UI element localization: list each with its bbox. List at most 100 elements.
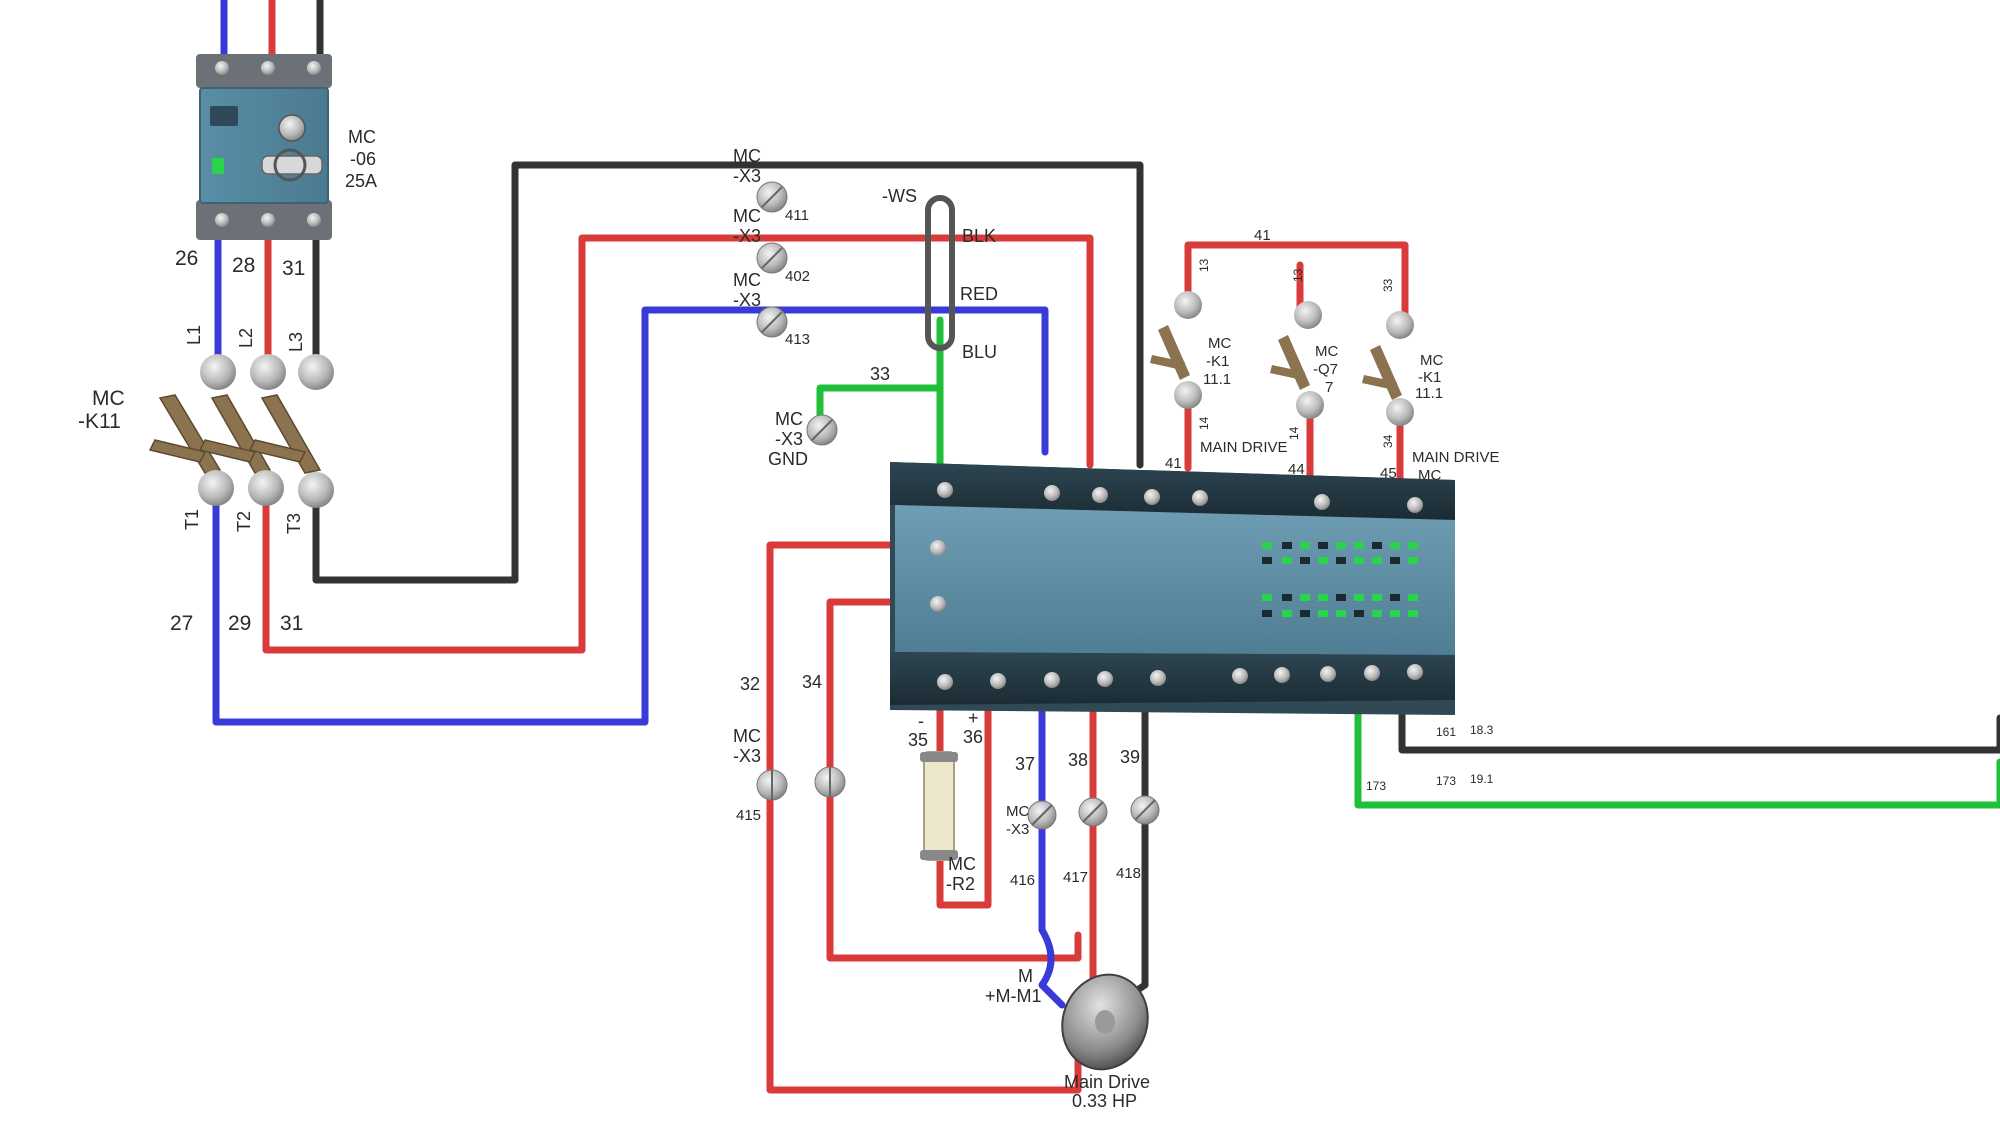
wire-34 (826, 598, 1082, 962)
terminal-x3-411[interactable] (756, 181, 788, 213)
motor-terminal-417[interactable] (1078, 797, 1108, 827)
wire-37 (1038, 696, 1066, 1009)
wire-33 (816, 384, 944, 432)
harness-color-blk: BLK (962, 226, 996, 246)
wire-number-28: 28 (232, 254, 255, 277)
motor-terminal-tag-line2: -X3 (1006, 821, 1029, 838)
wires (212, 0, 2000, 1094)
wire-number-32: 32 (740, 674, 760, 694)
x3-413-number: 413 (785, 331, 810, 348)
motor-terminal-416[interactable] (1027, 800, 1057, 830)
wire-27 (212, 306, 1049, 726)
k1a-term-top: 13 (1197, 258, 1211, 272)
contactor-tag-line1: MC (92, 387, 125, 410)
k1b-term-bottom: 34 (1381, 434, 1395, 448)
k1a-tag-line1: MC (1208, 335, 1231, 352)
ground-tag-line2: -X3 (775, 429, 803, 449)
circuit-breaker[interactable] (196, 54, 332, 240)
k1b-tag-line2: -K1 (1418, 369, 1441, 386)
k1b-tag-line1: MC (1420, 352, 1443, 369)
led-indicators (1262, 542, 1418, 617)
k1a-tag-line2: -K1 (1206, 353, 1229, 370)
resistor-plus: + (968, 708, 979, 728)
k1a-term-bottom: 14 (1197, 416, 1211, 430)
contactor-blades[interactable] (148, 394, 322, 474)
output-wire-173-a: 173 (1366, 779, 1386, 793)
contact-out-41: 41 (1165, 455, 1182, 472)
contact-k1-b[interactable] (1362, 311, 1414, 426)
harness-sleeve (925, 195, 955, 351)
q7-tag-line3: 7 (1325, 379, 1333, 396)
terminal-x3-413[interactable] (756, 306, 788, 338)
contact-q7[interactable] (1270, 301, 1324, 419)
contact-k1-a[interactable] (1150, 291, 1202, 409)
x3-411-tag-line1: MC (733, 146, 761, 166)
motor-tag-line1: M (1018, 966, 1033, 986)
motor-terminal-417-number: 417 (1063, 869, 1088, 886)
resistor-tag-line1: MC (948, 854, 976, 874)
front-screw-lower-icon (930, 596, 946, 612)
harness-tag: -WS (882, 186, 917, 206)
wire-number-39: 39 (1120, 747, 1140, 767)
x3-413-tag-line2: -X3 (733, 290, 761, 310)
ground-terminal[interactable] (806, 414, 838, 446)
drive-left-label: MAIN DRIVE (1200, 439, 1288, 456)
wire-number-29: 29 (228, 612, 251, 635)
ground-tag-line1: MC (775, 409, 803, 429)
drive-module[interactable] (890, 462, 1455, 715)
k1b-tag-line3: 11.1 (1415, 385, 1443, 402)
wire-number-36: 36 (963, 727, 983, 747)
drive-module-front (895, 505, 1455, 655)
wire-32 (766, 541, 1082, 1094)
motor-terminal-418[interactable] (1130, 795, 1160, 825)
motor-power: 0.33 HP (1072, 1091, 1137, 1111)
output-ref-191: 19.1 (1470, 772, 1494, 786)
breaker-screw-icon (278, 114, 306, 142)
k1a-tag-line3: 11.1 (1203, 371, 1231, 388)
contact-top-wire: 41 (1254, 227, 1271, 244)
contact-out-44: 44 (1288, 461, 1305, 478)
terminal-x3-415-a[interactable] (756, 769, 788, 801)
x3-402-number: 402 (785, 268, 810, 285)
wire-number-37: 37 (1015, 754, 1035, 774)
breaker-handle-icon[interactable] (261, 155, 323, 175)
resistor-r2[interactable] (920, 751, 958, 861)
drive-module-bottom-rail (890, 652, 1455, 705)
wire-29 (262, 234, 1094, 654)
output-ref-183: 18.3 (1470, 723, 1494, 737)
terminal-x3-402[interactable] (756, 242, 788, 274)
contactor-line-terminals (200, 354, 334, 390)
q7-term-bottom: 14 (1287, 426, 1301, 440)
q7-term-top: 13 (1291, 268, 1305, 282)
terminal-L2: L2 (236, 328, 256, 348)
wire-number-35: 35 (908, 730, 928, 750)
terminal-T1: T1 (182, 509, 202, 530)
x3-402-tag-line2: -X3 (733, 226, 761, 246)
lower-left-number: 415 (736, 807, 761, 824)
lower-left-tag-line1: MC (733, 726, 761, 746)
motor-terminal-416-number: 416 (1010, 872, 1035, 889)
wire-173 (1354, 686, 2000, 809)
harness-color-red: RED (960, 284, 998, 304)
front-screw-upper-icon (930, 540, 946, 556)
contactor-load-terminals (198, 470, 334, 508)
terminal-L1: L1 (184, 325, 204, 345)
wire-number-31-top: 31 (282, 257, 305, 280)
motor-terminal-tag-line1: MC (1006, 803, 1029, 820)
resistor-minus: - (918, 711, 924, 731)
wire-number-34: 34 (802, 672, 822, 692)
wire-number-31-bottom: 31 (280, 612, 303, 635)
contactor-tag-line2: -K11 (78, 410, 121, 433)
breaker-tag-line2: -06 (350, 149, 376, 169)
x3-413-tag-line1: MC (733, 270, 761, 290)
k1b-term-top: 33 (1381, 278, 1395, 292)
motor-m1[interactable] (1049, 963, 1161, 1082)
ground-wire-number: 33 (870, 364, 890, 384)
terminal-x3-415-b[interactable] (814, 766, 846, 798)
bottom-rail-screws (937, 664, 1423, 690)
motor-terminal-418-number: 418 (1116, 865, 1141, 882)
wire-number-38: 38 (1068, 750, 1088, 770)
terminal-T2: T2 (234, 511, 254, 532)
terminal-L3: L3 (286, 332, 306, 352)
